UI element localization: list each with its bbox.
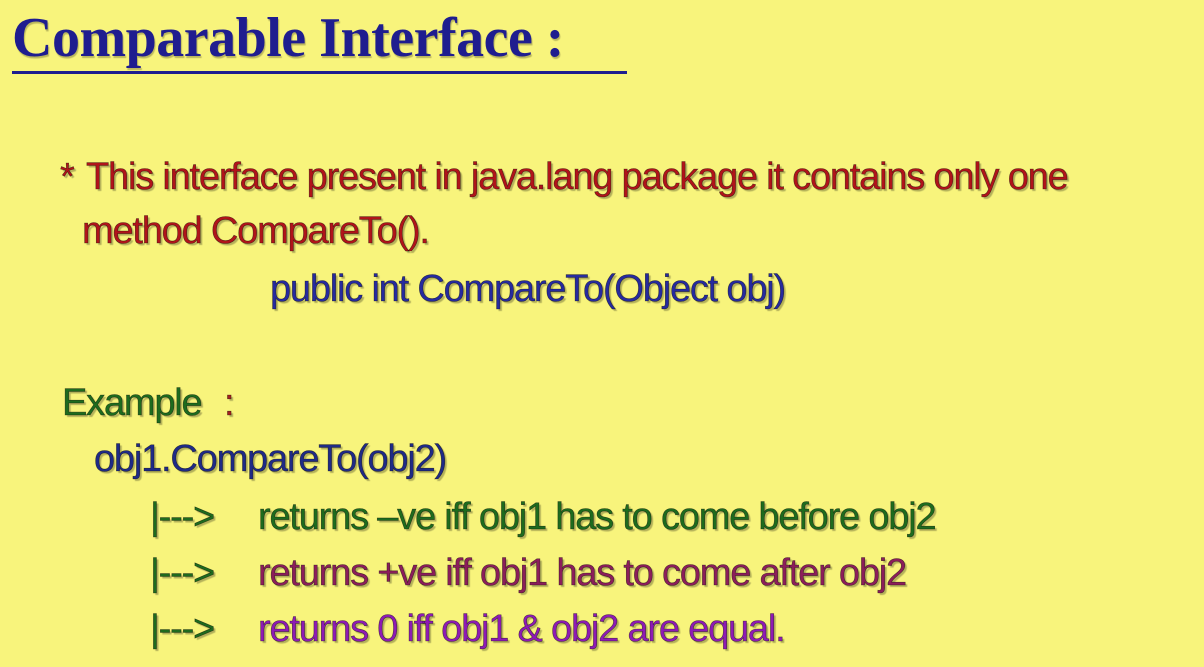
example-colon: :: [224, 382, 235, 425]
bullet-line-2: method CompareTo().: [82, 210, 431, 253]
bullet-line-1: This interface present in java.lang pack…: [86, 156, 1069, 199]
result-arrow: |--->: [150, 496, 216, 539]
example-call: obj1.CompareTo(obj2): [94, 438, 448, 481]
slide-title: Comparable Interface :: [12, 7, 564, 69]
example-label: Example: [62, 382, 203, 425]
method-signature: public int CompareTo(Object obj): [270, 268, 787, 311]
result-positive: returns +ve iff obj1 has to come after o…: [258, 552, 908, 595]
title-underline: [12, 71, 627, 74]
result-negative: returns –ve iff obj1 has to come before …: [258, 496, 937, 539]
bullet-marker: *: [60, 156, 75, 199]
result-arrow: |--->: [150, 608, 216, 651]
result-arrow: |--->: [150, 552, 216, 595]
result-zero: returns 0 iff obj1 & obj2 are equal.: [258, 608, 786, 651]
